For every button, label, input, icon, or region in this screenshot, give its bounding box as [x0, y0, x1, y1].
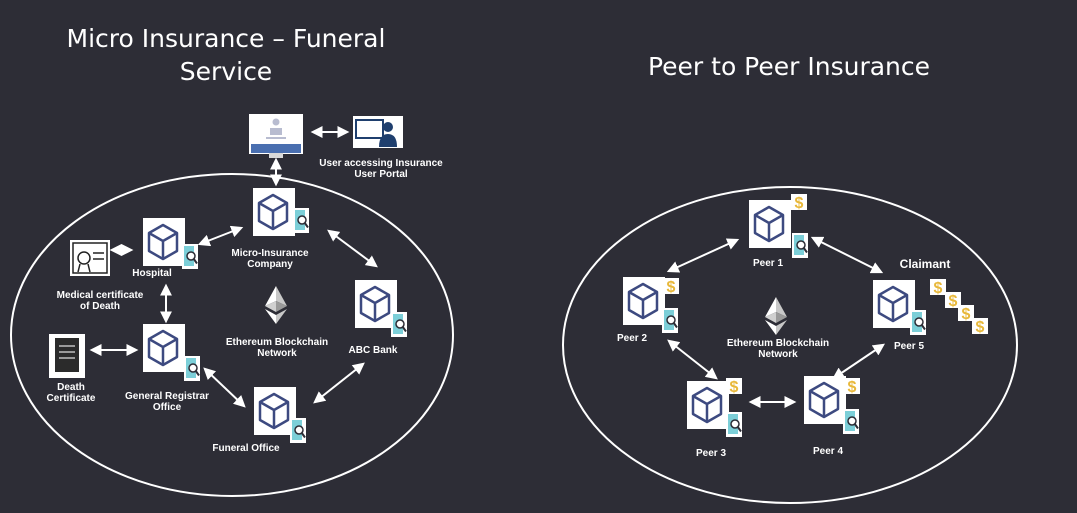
ethereum-icon-right [765, 297, 787, 335]
left-network-ellipse [10, 173, 454, 497]
funeral-office-label: Funeral Office [212, 443, 280, 454]
right-arrows [666, 236, 885, 408]
abc-bank-label: ABC Bank [348, 345, 398, 356]
monitor-icon [249, 114, 303, 158]
death-certificate-icon [49, 334, 85, 378]
peer5-label: Peer 5 [893, 341, 925, 352]
hospital-label: Hospital [132, 268, 172, 279]
left-title-line1: Micro Insurance – Funeral [66, 24, 386, 53]
certificate-icon [70, 240, 110, 276]
peer5-cube-icon [871, 278, 927, 336]
left-arrows [89, 126, 378, 408]
peer1-label: Peer 1 [752, 258, 784, 269]
right-panel-title: Peer to Peer Insurance [647, 52, 931, 81]
left-panel-title: Micro Insurance – Funeral Service [40, 22, 412, 88]
hospital-cube-icon [141, 216, 199, 270]
peer2-cube-icon [621, 275, 679, 334]
right-network-ellipse [562, 186, 1018, 504]
micro-insurance-cube-icon [251, 186, 310, 238]
peer2-label: Peer 2 [616, 333, 648, 344]
peer4-label: Peer 4 [812, 446, 844, 457]
claimant-coins-icon [930, 279, 988, 336]
abc-bank-cube-icon [353, 278, 408, 338]
peer4-cube-icon [802, 374, 860, 435]
left-title-line2: Service [179, 57, 273, 86]
peer3-cube-icon [685, 378, 743, 438]
ethereum-icon [265, 286, 287, 324]
peer1-cube-icon [747, 194, 809, 259]
peer3-label: Peer 3 [695, 448, 727, 459]
registrar-cube-icon [141, 322, 201, 382]
claimant-label: Claimant [899, 257, 951, 271]
user-computer-icon [353, 116, 403, 148]
funeral-cube-icon [252, 385, 307, 444]
